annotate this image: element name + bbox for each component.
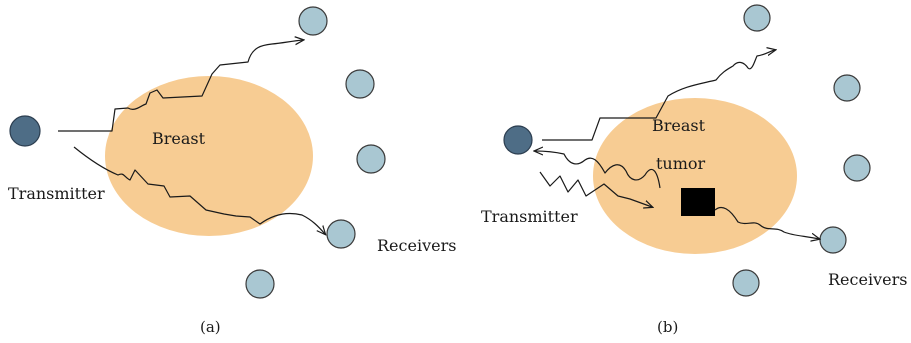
breast-region-a bbox=[105, 76, 313, 236]
signal-path-b-upper bbox=[542, 50, 775, 141]
receiver-b-4 bbox=[819, 226, 847, 254]
breast-region-b bbox=[593, 98, 797, 254]
tumor bbox=[681, 188, 715, 216]
receiver-a-1 bbox=[298, 6, 328, 36]
transmitter-b bbox=[503, 125, 533, 155]
signal-path-b-transmitted bbox=[714, 206, 819, 239]
signal-path-a-upper bbox=[58, 40, 303, 132]
breast-label-a: Breast bbox=[152, 129, 206, 148]
signal-path-b-reflected bbox=[535, 151, 661, 189]
panel-a: Breast Transmitter Receivers (a) bbox=[8, 6, 456, 336]
caption-b: (b) bbox=[657, 318, 678, 336]
transmitter-a bbox=[9, 115, 41, 147]
caption-a: (a) bbox=[200, 318, 221, 336]
signal-path-a-lower bbox=[73, 146, 325, 234]
receiver-b-3 bbox=[843, 154, 871, 182]
transmitter-label-a: Transmitter bbox=[8, 184, 105, 203]
receiver-b-1 bbox=[743, 4, 771, 32]
receivers-label-a: Receivers bbox=[377, 236, 456, 255]
receiver-b-5 bbox=[732, 269, 760, 297]
receiver-b-2 bbox=[833, 74, 861, 102]
signal-path-b-incident bbox=[539, 171, 652, 207]
receivers-label-b: Receivers bbox=[828, 270, 907, 289]
receiver-a-4 bbox=[326, 219, 356, 249]
receiver-a-2 bbox=[345, 69, 375, 99]
tumor-label: tumor bbox=[656, 154, 706, 173]
panel-b: Breast tumor Transmitter Receivers (b) bbox=[481, 4, 907, 336]
receiver-a-5 bbox=[245, 269, 275, 299]
transmitter-label-b: Transmitter bbox=[481, 207, 578, 226]
breast-label-b: Breast bbox=[652, 116, 706, 135]
receiver-a-3 bbox=[356, 144, 386, 174]
